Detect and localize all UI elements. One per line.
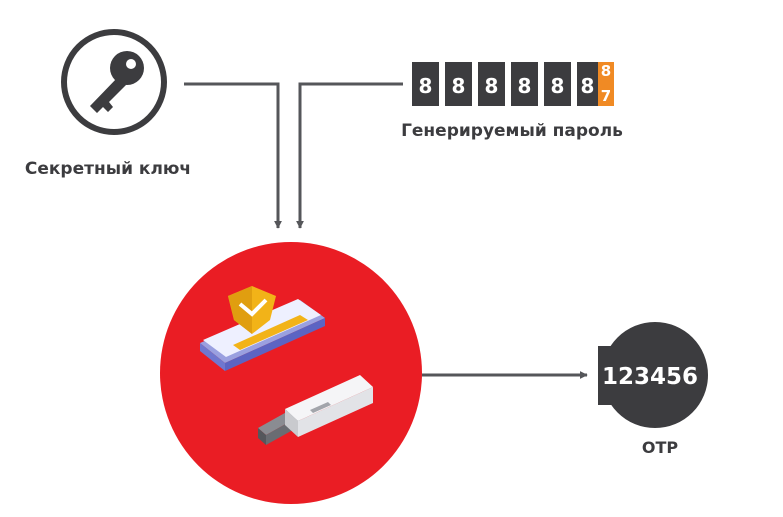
- password-digit: 8: [581, 74, 595, 98]
- password-digit-rolling-bottom: 7: [601, 87, 611, 105]
- token-devices-circle: [160, 242, 422, 504]
- password-digit: 8: [551, 74, 565, 98]
- password-arrow: [296, 82, 403, 229]
- password-digit-box: [577, 62, 598, 106]
- password-digit: 8: [452, 74, 466, 98]
- otp-value: 123456: [602, 364, 698, 390]
- password-digit: 8: [518, 74, 532, 98]
- otp-label: OTP: [642, 438, 679, 457]
- password-digit-box: [445, 62, 472, 106]
- secret-key-arrow: [184, 82, 282, 229]
- usb-token-icon: [258, 375, 373, 445]
- password-digit: 8: [419, 74, 433, 98]
- generated-password-display: 8 8 8 8 8 8 8 7: [412, 62, 614, 106]
- password-digit: 8: [485, 74, 499, 98]
- generated-password-label: Генерируемый пароль: [401, 121, 623, 141]
- password-digit-box: [478, 62, 505, 106]
- password-digit-rolling-top: 8: [601, 62, 611, 80]
- password-digit-box: [511, 62, 538, 106]
- smartphone-shield-icon: [200, 286, 325, 371]
- password-digit-rolling-box: [598, 62, 614, 106]
- password-digit-box: [544, 62, 571, 106]
- secret-key-label: Секретный ключ: [25, 159, 191, 179]
- password-digit-box: [412, 62, 439, 106]
- otp-bubble: [598, 322, 708, 428]
- key-icon: [61, 29, 167, 135]
